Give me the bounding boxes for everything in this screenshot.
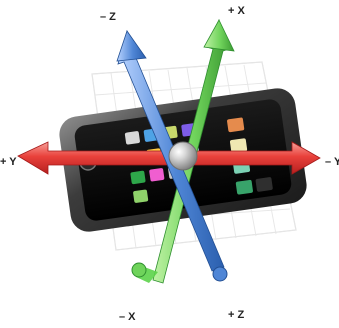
label-pos-z: + Z — [228, 309, 244, 321]
label-pos-y: + Y — [0, 156, 17, 168]
label-neg-z: – Z — [100, 11, 116, 23]
label-neg-x: – X — [119, 311, 136, 323]
label-pos-x: + X — [228, 5, 245, 17]
origin-sphere — [169, 142, 197, 170]
label-neg-y: – Y — [325, 156, 339, 168]
